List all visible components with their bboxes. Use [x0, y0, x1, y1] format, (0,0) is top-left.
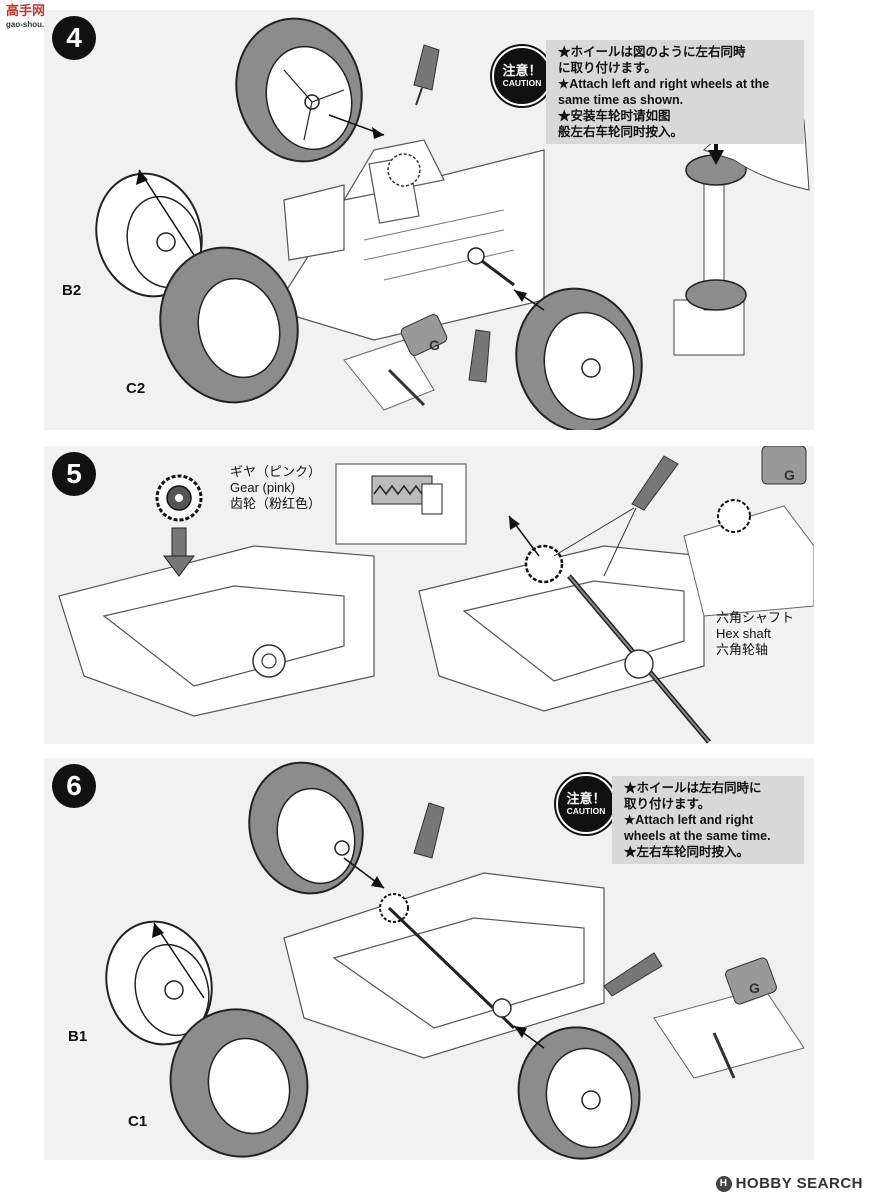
caution-line: ★ホイールは左右同時に: [624, 781, 762, 795]
right-bushing: [624, 649, 654, 679]
top-wheel: [248, 761, 364, 895]
part-label-c2: C2: [126, 380, 146, 397]
step-4-panel: 4: [44, 10, 814, 430]
chassis-gear: [379, 893, 409, 923]
caution-line: ★Attach left and right: [624, 813, 754, 827]
hobbysearch-brand: HOBBY SEARCH: [735, 1174, 863, 1192]
gear-label-ja: ギヤ（ピンク）: [230, 464, 322, 479]
glue-tube-top: [413, 802, 445, 859]
step-4-illustration: G: [95, 17, 810, 430]
chassis-drawing: [283, 872, 605, 1059]
gear-label-cn: 齿轮（粉红色）: [230, 496, 322, 511]
tool-mark-g: G: [749, 980, 760, 996]
bottom-right-wheel: [517, 1026, 641, 1160]
part-label-b2: B2: [62, 282, 82, 299]
shaft-label-ja: 六角シャフト: [716, 610, 795, 625]
step-number: 5: [52, 452, 96, 496]
gear-on-shaft: [524, 544, 564, 584]
watermark-site: gao-shou.com: [6, 20, 61, 29]
caution-badge-ja: 注意！: [566, 791, 606, 806]
step-5-panel: 5: [44, 446, 814, 744]
left-chassis: [58, 545, 375, 717]
chassis-detail: [363, 209, 515, 281]
rim-b2: [95, 172, 203, 298]
caution-badge-en: CAUTION: [566, 806, 606, 816]
step-number: 6: [52, 764, 96, 808]
hobbysearch-icon: H: [715, 1176, 732, 1192]
rim-arrow: [138, 169, 195, 256]
tire-c1: [169, 1008, 309, 1158]
caution-line: ★安装车轮时请如图: [558, 109, 671, 123]
gear-arrow: [171, 527, 187, 559]
chassis-drawing: [273, 139, 545, 341]
caution-line: wheels at the same time.: [624, 829, 771, 843]
rim-b1: [105, 920, 213, 1046]
watermark-logo: 高手网 gao-shou.com: [6, 4, 61, 32]
part-label-c1: C1: [128, 1113, 148, 1130]
glue-tube-bottom: [468, 329, 491, 383]
caution-note: ★ホイールは図のように左右同時 に取り付けます。 ★Attach left an…: [546, 40, 804, 144]
step-5-illustration: G: [58, 446, 814, 744]
caution-line: ★Attach left and right wheels at the: [558, 77, 770, 91]
caution-note: ★ホイールは左右同時に 取り付けます。 ★Attach left and rig…: [612, 776, 804, 864]
shaft-callout: 六角シャフト Hex shaft 六角轮轴: [716, 610, 794, 658]
caution-badge: 注意！ CAUTION: [492, 46, 552, 106]
inset-gear-mesh: [335, 463, 467, 545]
caution-line: ★ホイールは図のように左右同時: [558, 45, 746, 59]
caution-badge: 注意！ CAUTION: [556, 774, 616, 834]
caution-badge-en: CAUTION: [502, 78, 542, 88]
chassis-gear: [387, 153, 421, 187]
watermark-brand: 高手网: [6, 3, 46, 18]
caution-line: ★左右车轮同时按入。: [624, 845, 750, 859]
glue-tube-top: [413, 44, 440, 106]
part-label-b1: B1: [68, 1028, 88, 1045]
caution-line: 取り付けます。: [624, 797, 711, 811]
caution-line: same time as shown.: [558, 93, 684, 107]
glue-tube-right: [603, 952, 663, 997]
tire-c2: [159, 246, 299, 404]
step-number: 4: [52, 16, 96, 60]
inset-grease-detail: [343, 314, 448, 411]
shaft-label-en: Hex shaft: [716, 626, 771, 641]
caution-line: 般左右车轮同时按入。: [558, 125, 684, 139]
step-6-illustration: G: [105, 761, 805, 1160]
tool-mark-g: G: [429, 337, 440, 353]
inset-grease-detail: [653, 957, 805, 1079]
glue-tube: [631, 455, 679, 511]
gear-callout: ギヤ（ピンク） Gear (pink) 齿轮（粉红色）: [230, 464, 321, 512]
pink-gear: [155, 474, 203, 522]
inset-hand-press: [673, 117, 810, 356]
top-wheel: [235, 17, 363, 163]
shaft-label-cn: 六角轮轴: [716, 642, 769, 657]
caution-line: に取り付けます。: [558, 61, 657, 75]
inset-grease-gear: [683, 446, 814, 617]
tool-mark-g: G: [784, 467, 795, 483]
step-6-panel: 6: [44, 758, 814, 1160]
bottom-right-wheel: [515, 287, 643, 430]
caution-badge-ja: 注意！: [502, 63, 542, 78]
gear-label-en: Gear (pink): [230, 480, 296, 495]
